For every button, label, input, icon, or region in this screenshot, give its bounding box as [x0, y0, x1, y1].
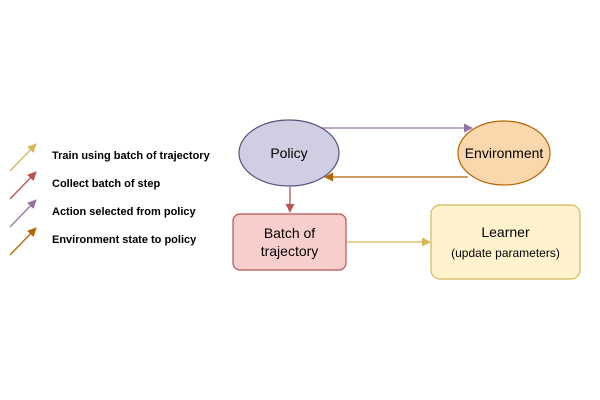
legend-label-train: Train using batch of trajectory	[52, 150, 210, 162]
legend-label-env-state: Environment state to policy	[52, 234, 197, 246]
legend-arrow-train	[9, 143, 37, 172]
policy-node: Policy	[238, 119, 340, 187]
legend-arrow-action	[9, 199, 37, 228]
batch-node: Batch of trajectory	[232, 213, 347, 271]
batch-label-line1: Batch of	[264, 225, 315, 241]
legend-arrow-collect	[9, 171, 37, 200]
batch-label-line2: trajectory	[261, 243, 319, 259]
policy-label: Policy	[270, 145, 307, 161]
learner-label-line1: Learner	[481, 224, 530, 240]
legend-label-collect: Collect batch of step	[52, 178, 161, 190]
environment-label: Environment	[465, 145, 544, 161]
legend-arrow-env-state	[9, 227, 37, 256]
legend-label-action: Action selected from policy	[52, 206, 196, 218]
environment-node: Environment	[457, 120, 551, 186]
learner-label-line2: (update parameters)	[451, 246, 560, 260]
learner-node: Learner (update parameters)	[430, 204, 581, 280]
